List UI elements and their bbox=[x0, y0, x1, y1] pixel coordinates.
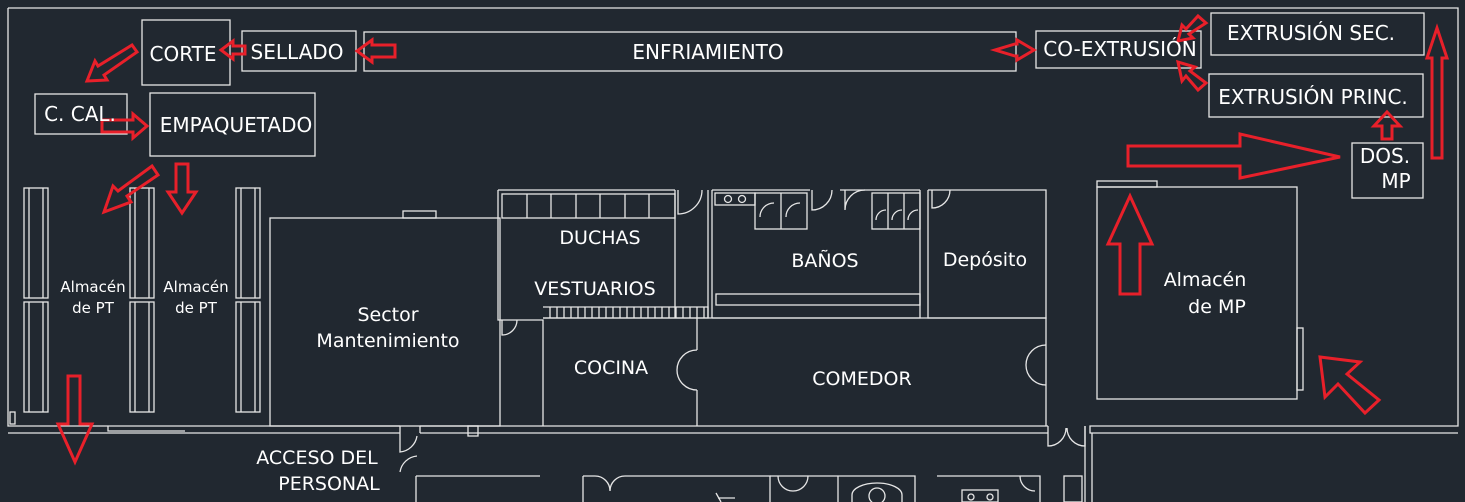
coextrusion-label: CO-EXTRUSIÓN bbox=[1043, 37, 1197, 61]
arrow-almacen-to-exit bbox=[55, 374, 95, 466]
mantenimiento-label-1: Sector bbox=[357, 304, 418, 326]
enfriamiento-box bbox=[363, 31, 1017, 72]
banos-label: BAÑOS bbox=[791, 249, 858, 272]
cocina-comedor-room bbox=[543, 317, 1086, 447]
extrusion-princ-box bbox=[1208, 73, 1424, 118]
arrow-corte-to-c-cal bbox=[84, 42, 140, 83]
dos-mp-label-1: DOS. bbox=[1360, 144, 1410, 168]
arrow-empaquetado-to-almacen-2 bbox=[165, 162, 199, 216]
deposito-label: Depósito bbox=[943, 249, 1027, 271]
sellado-label: SELLADO bbox=[251, 40, 344, 64]
almacen-pt-2-label-1: Almacén bbox=[163, 278, 228, 296]
acceso-personal-door bbox=[399, 426, 540, 502]
corte-label: CORTE bbox=[149, 42, 216, 66]
arrow-dos-mp-to-extrusion-princ bbox=[1370, 109, 1404, 141]
mantenimiento-label-2: Mantenimiento bbox=[316, 330, 459, 352]
vestuarios-label: VESTUARIOS bbox=[534, 278, 655, 300]
almacen-pt-1-label-1: Almacén bbox=[60, 278, 125, 296]
arrow-enfriamiento-to-sellado bbox=[354, 37, 397, 65]
empaquetado-label: EMPAQUETADO bbox=[160, 113, 313, 137]
dos-mp-label-2: MP bbox=[1381, 169, 1410, 193]
flow-arrows bbox=[55, 13, 1450, 466]
dos-mp-box bbox=[1351, 142, 1424, 199]
arrow-empaquetado-to-almacen-1 bbox=[101, 163, 161, 215]
extrusion-sec-box bbox=[1210, 12, 1425, 56]
arrow-almacen-mp-to-dos-mp bbox=[1126, 132, 1341, 180]
duchas-label: DUCHAS bbox=[559, 227, 640, 249]
arrow-into-almacen-mp bbox=[1105, 192, 1155, 296]
c-cal-label: C. CAL. bbox=[44, 102, 116, 126]
arrow-c-cal-to-empaquetado bbox=[100, 110, 150, 142]
extrusion-princ-label: EXTRUSIÓN PRINC. bbox=[1218, 85, 1408, 109]
extrusion-sec-label: EXTRUSIÓN SEC. bbox=[1227, 21, 1395, 45]
enfriamiento-label: ENFRIAMIENTO bbox=[632, 40, 783, 64]
acceso-label-2: PERSONAL bbox=[278, 473, 380, 495]
arrow-coextrusion-to-enfriamiento bbox=[989, 37, 1037, 63]
outer-walls bbox=[7, 7, 1459, 502]
cocina-label: COCINA bbox=[574, 357, 648, 379]
arrow-extrusion-princ-to-coextrusion bbox=[1176, 59, 1209, 93]
storage-racks bbox=[23, 187, 261, 413]
almacen-mp-room bbox=[1096, 180, 1304, 400]
arrow-to-extrusion-sec bbox=[1424, 23, 1450, 160]
empaquetado-box bbox=[149, 92, 316, 157]
acceso-label-1: ACCESO DEL bbox=[256, 447, 378, 469]
lower-rooms bbox=[582, 475, 1083, 502]
comedor-label: COMEDOR bbox=[812, 368, 911, 390]
almacen-mp-label-2: de MP bbox=[1188, 296, 1246, 318]
arrow-entry-almacen-mp bbox=[1318, 355, 1382, 416]
c-cal-box bbox=[34, 93, 128, 135]
almacen-mp-label-1: Almacén bbox=[1164, 269, 1247, 291]
almacen-pt-1-label-2: de PT bbox=[72, 299, 115, 317]
corte-box bbox=[141, 19, 231, 86]
almacen-pt-2-label-2: de PT bbox=[175, 299, 218, 317]
duchas-vestuarios-room bbox=[497, 189, 709, 426]
mantenimiento-room bbox=[269, 210, 501, 437]
arrow-extrusion-sec-to-coextrusion bbox=[1175, 13, 1209, 43]
arrow-sellado-to-corte bbox=[218, 38, 247, 62]
